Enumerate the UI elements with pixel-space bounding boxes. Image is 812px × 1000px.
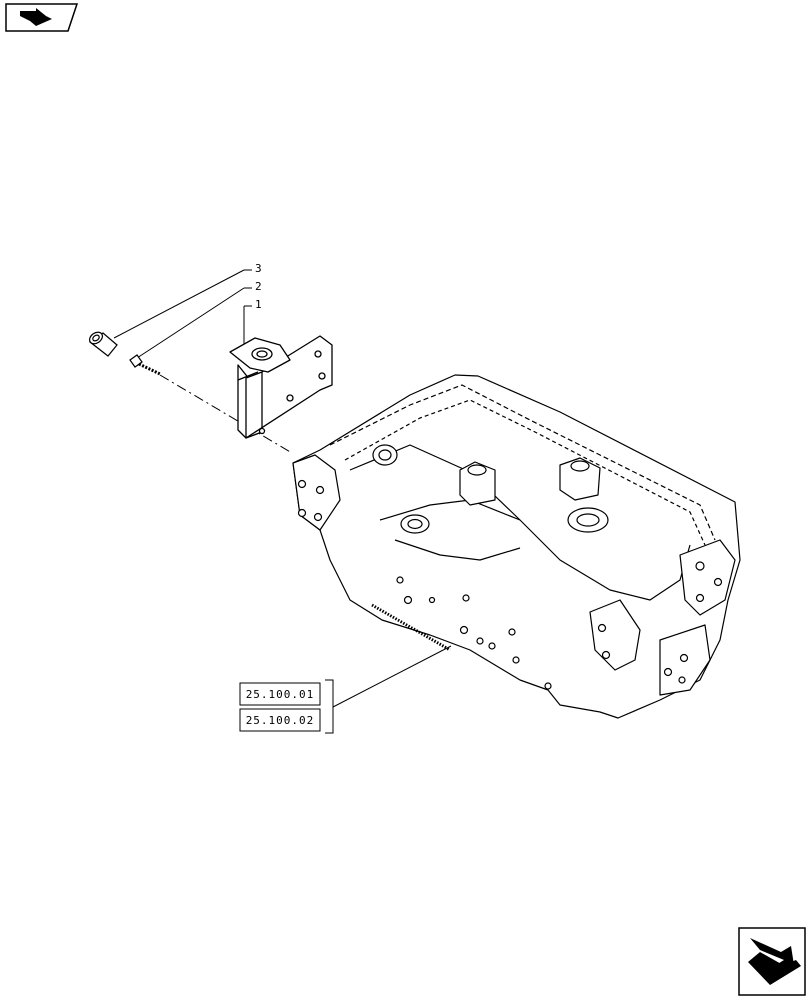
part-bracket bbox=[229, 335, 333, 439]
callout-2: 2 bbox=[255, 280, 262, 293]
part-bolt bbox=[129, 354, 161, 376]
page-forward-arrow-icon[interactable] bbox=[738, 927, 806, 996]
assembly-axis bbox=[159, 374, 293, 454]
part-sleeve bbox=[88, 331, 118, 357]
callout-1: 1 bbox=[255, 298, 262, 311]
reference-box-1[interactable] bbox=[239, 682, 321, 706]
reference-label-2[interactable]: 25.100.02 bbox=[246, 714, 315, 727]
page-back-arrow-icon[interactable] bbox=[5, 3, 79, 32]
callout-3: 3 bbox=[255, 262, 262, 275]
reference-box-2[interactable] bbox=[239, 708, 321, 732]
front-axle-support-frame bbox=[292, 374, 741, 719]
reference-label-1[interactable]: 25.100.01 bbox=[246, 688, 315, 701]
callout-leaders bbox=[113, 269, 252, 359]
reference-group: 25.100.01 25.100.02 bbox=[239, 645, 452, 734]
